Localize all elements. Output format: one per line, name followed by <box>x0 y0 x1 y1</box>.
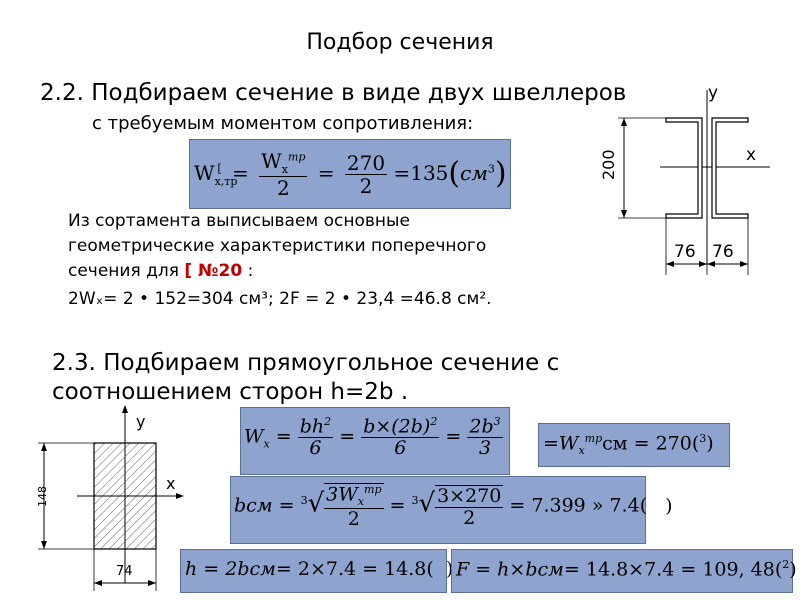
channel-properties-result: 2Wₓ= 2 • 152=304 см³; 2F = 2 • 23,4 =46.… <box>68 289 492 309</box>
formula-unit: см <box>460 161 488 186</box>
h-close: ) <box>445 558 454 580</box>
formula-lhs-sup: [ <box>217 162 222 176</box>
b-frac1-sub: x <box>357 495 365 509</box>
section-2-3-heading-line-1: 2.3. Подбираем прямоугольное сечение с <box>52 350 560 376</box>
b-frac2-num: 3×270 <box>435 484 504 508</box>
height-label: 148 <box>36 486 49 507</box>
section-2-2-subtitle: с требуемым моментом сопротивления: <box>92 113 474 134</box>
rectangle-section-drawing: у x 148 74 <box>36 405 184 591</box>
frac1-num: W <box>261 149 282 173</box>
wx-lhs: W <box>244 425 264 448</box>
frac2-den: 2 <box>359 174 373 199</box>
formula-box-wx: Wx = bh2 6 = b×(2b)2 6 = 2b3 3 <box>240 407 510 475</box>
f-formula: F = h×bсм= 14.8×7.4 = 109, 48(2) <box>456 558 797 580</box>
fraction-2: 270 2 <box>344 151 388 199</box>
b-frac1-den: 2 <box>347 508 360 531</box>
formula-box-h: h = 2bсм= 2×7.4 = 14.8() <box>180 549 453 593</box>
wx-frac1-num: bh <box>299 415 325 438</box>
double-channel-drawing: у x 200 76 76 <box>599 83 770 275</box>
fraction-1: Wxтр 2 <box>259 149 308 201</box>
formula-box-f: F = h×bсм= 14.8×7.4 = 109, 48(2) <box>451 549 797 593</box>
b-fraction-1: 3Wxтр 2 <box>324 483 384 531</box>
wx-frac2-sup: 2 <box>430 415 438 428</box>
wx-frac1-sup: 2 <box>324 415 332 428</box>
b-fraction-2: 3×270 2 <box>435 484 504 529</box>
wx-frac1-den: 6 <box>309 437 322 460</box>
frac1-num-sub: x <box>281 163 288 176</box>
slide-title: Подбор сечения <box>306 30 494 55</box>
b-frac2-den: 2 <box>463 506 476 529</box>
x-axis-label: x <box>746 145 756 165</box>
f-unit-sup: 2 <box>782 558 790 571</box>
wx-frac2-num: b×(2b) <box>363 415 431 438</box>
wx-frac3-sup: 3 <box>493 415 501 428</box>
b-lhs: b <box>234 494 247 517</box>
wx-value-unit-sup: 3 <box>699 432 707 445</box>
h-mid: = 2×7.4 = 14.8( <box>275 558 434 580</box>
wx-value-sub: x <box>578 444 585 458</box>
formula-box-wx-value: =Wxтрсм = 270(3) <box>538 423 730 467</box>
sortament-line-2: геометрические характеристики поперечног… <box>68 236 487 256</box>
width-right-label: 76 <box>712 242 734 262</box>
b-root-index-1: 3 <box>300 494 308 508</box>
formula-result: =135 <box>393 161 449 186</box>
wx-value-formula: =Wxтрсм = 270(3) <box>543 432 714 457</box>
f-text: F = h×b <box>456 558 538 581</box>
formula-box-b: bсм = 3√ 3Wxтр 2 = 3√ 3×270 2 = 7.399 » … <box>230 476 673 544</box>
f-mid: = 14.8×7.4 = 109, 48( <box>563 558 783 581</box>
b-formula: bсм = 3√ 3Wxтр 2 = 3√ 3×270 2 = 7.399 » … <box>234 483 673 531</box>
wx-formula: Wx = bh2 6 = b×(2b)2 6 = 2b3 3 <box>244 415 503 460</box>
wx-value-text: =W <box>543 432 579 455</box>
formula-box-required-modulus: Wx,тр[ = Wxтр 2 = 270 2 =135(см3) <box>189 139 511 209</box>
wx-frac3-den: 3 <box>478 437 492 460</box>
wx-value-close: ) <box>706 432 714 455</box>
y-axis-label: у <box>136 412 145 431</box>
b-root-index-2: 3 <box>411 494 419 508</box>
wx-fraction-2: b×(2b)2 6 <box>361 415 440 460</box>
left-channel-shape <box>665 117 703 219</box>
h-text: h = 2b <box>185 558 250 580</box>
sortament-line-3-prefix: сечения для <box>68 261 179 281</box>
wx-value-sup: тр <box>584 432 603 445</box>
frac1-den: 2 <box>276 176 290 201</box>
section-2-3-heading-line-2: соотношением сторон h=2b . <box>52 379 409 405</box>
sortament-line-1: Из сортамента выписываем основные <box>68 211 410 231</box>
wx-lhs-sub: x <box>263 437 270 451</box>
b-frac1-sup: тр <box>364 483 382 496</box>
b-frac1-num: 3W <box>326 483 358 506</box>
wx-frac2-den: 6 <box>394 437 407 460</box>
section-2-2-heading: 2.2. Подбираем сечение в виде двух швелл… <box>40 80 627 106</box>
wx-value-tail: см = 270( <box>602 432 700 455</box>
b-result: = 7.399 » 7.4( <box>509 494 648 517</box>
profile-number: [ №20 <box>184 261 243 281</box>
formula-lhs: W <box>194 161 215 186</box>
f-unit: см <box>537 558 564 581</box>
sortament-line-3: сечения для [ №20 : <box>68 261 253 281</box>
frac2-num: 270 <box>344 151 388 176</box>
wx-fraction-1: bh2 6 <box>297 415 334 460</box>
h-unit: см <box>249 558 276 580</box>
f-close: ) <box>789 558 797 581</box>
sortament-line-3-suffix: : <box>247 261 254 281</box>
height-label: 200 <box>599 149 618 180</box>
right-channel-shape <box>711 117 749 219</box>
formula-unit-sup: 3 <box>487 162 495 176</box>
h-formula: h = 2bсм= 2×7.4 = 14.8() <box>185 558 453 580</box>
y-axis-label: у <box>708 83 718 103</box>
wx-frac3-num: 2b <box>469 415 494 438</box>
b-close: ) <box>665 494 673 517</box>
b-lhs-unit: см <box>246 494 273 517</box>
frac1-num-sup: тр <box>287 150 306 164</box>
width-left-label: 76 <box>674 242 696 262</box>
required-modulus-formula: Wx,тр[ = Wxтр 2 = 270 2 =135(см3) <box>194 149 507 201</box>
wx-fraction-3: 2b3 3 <box>467 415 503 460</box>
x-axis-label: x <box>166 474 175 493</box>
width-label: 74 <box>116 564 133 579</box>
